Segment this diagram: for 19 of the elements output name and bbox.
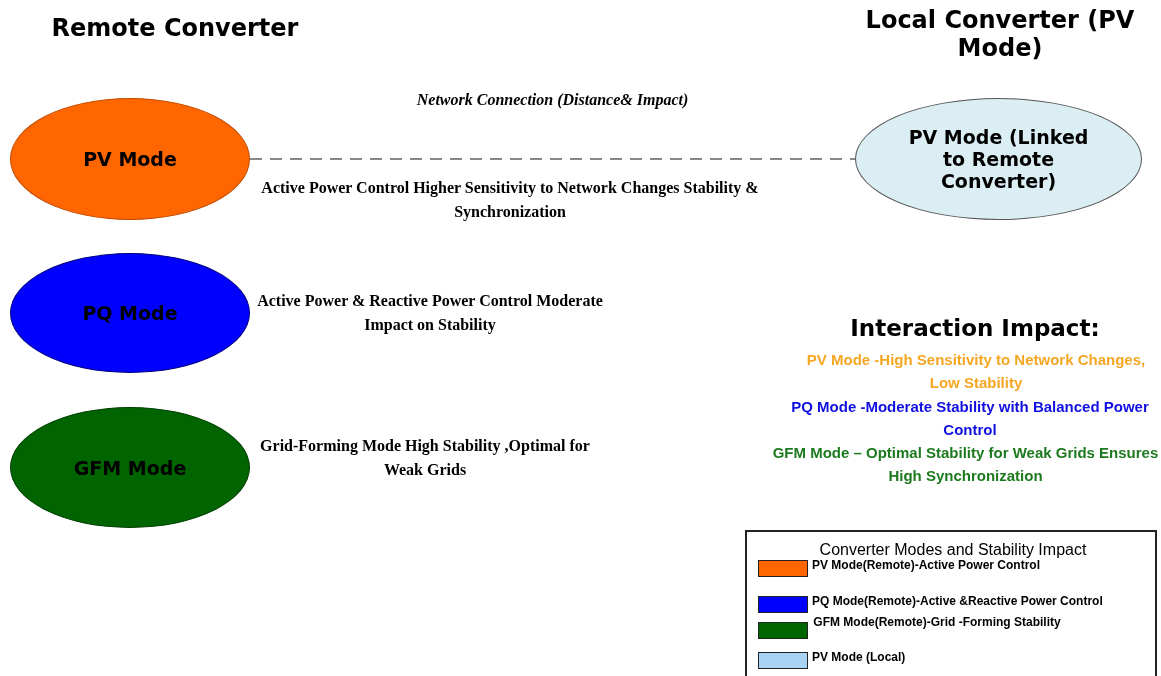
node-label: PV Mode (Linked to Remote Converter)	[907, 126, 1090, 192]
heading: Remote Converter	[50, 14, 300, 42]
legend-text: PV Mode (Local)	[812, 650, 907, 664]
heading: Local Converter (PV Mode)	[864, 6, 1136, 62]
legend-title: Converter Modes and Stability Impact	[818, 540, 1088, 560]
impact-text: GFM Mode – Optimal Stability for Weak Grids Ensures High Synchronization	[771, 443, 1160, 486]
legend-text: PV Mode(Remote)-Active Power Control	[812, 558, 1042, 572]
legend-text: PQ Mode(Remote)-Active &Reactive Power Control	[812, 594, 1104, 608]
description-text: Active Power Control Higher Sensitivity to Network Changes Stability & Synchronization	[260, 178, 760, 223]
node-label: PV Mode	[83, 148, 177, 170]
description-text: Active Power & Reactive Power Control Moderate Impact on Stability	[256, 291, 604, 336]
node-label: PQ Mode	[82, 302, 178, 324]
heading: Interaction Impact:	[849, 315, 1101, 341]
dashed-connector	[249, 158, 856, 160]
description-text: Grid-Forming Mode High Stability ,Optimal for Weak Grids	[259, 436, 591, 480]
legend-text: GFM Mode(Remote)-Grid -Forming Stability	[812, 614, 1062, 630]
impact-text: PV Mode -High Sensitivity to Network Changes, Low Stability	[805, 350, 1147, 393]
impact-text: PQ Mode -Moderate Stability with Balanced Power Control	[790, 397, 1150, 440]
node-label: GFM Mode	[73, 456, 187, 479]
